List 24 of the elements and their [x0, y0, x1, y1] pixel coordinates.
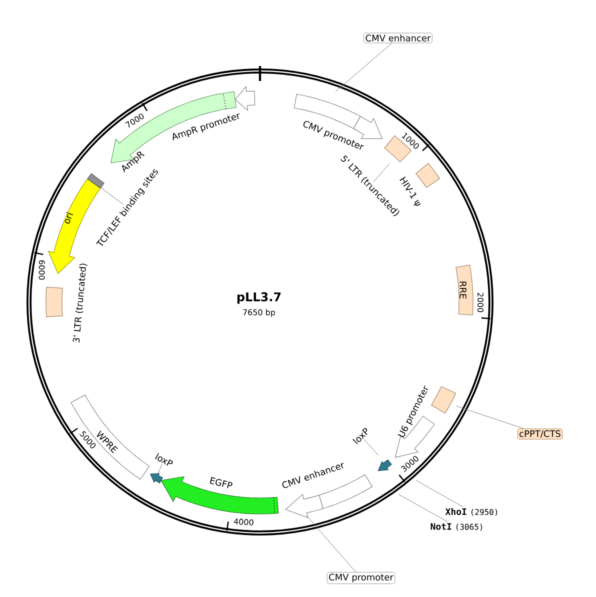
- leader-line: [306, 515, 356, 572]
- restriction-site-label: NotI (3065): [430, 523, 482, 531]
- plasmid-size: 7650 bp: [243, 309, 276, 317]
- leader-line: [364, 439, 379, 456]
- feature-shape: [150, 473, 163, 484]
- leader-line: [335, 42, 392, 92]
- plasmid-name: pLL3.7: [237, 292, 281, 304]
- feature-label: EGFP: [210, 477, 232, 488]
- restriction-site-label: XhoI (2950): [445, 508, 498, 516]
- feature-label-box: CMV promoter: [326, 572, 396, 584]
- feature-label: ori: [65, 212, 73, 224]
- tick-label: 6000: [38, 260, 45, 280]
- feature-shape: [378, 459, 392, 472]
- feature-label: 3' LTR (truncated): [72, 264, 88, 343]
- feature-label: RRE: [460, 282, 466, 299]
- feature-label: loxP: [155, 452, 173, 466]
- leader-line: [398, 494, 448, 522]
- feature-label-box: cPPT/CTS: [517, 428, 563, 440]
- leader-line: [373, 163, 390, 182]
- feature-label-box: CMV enhancer: [364, 32, 432, 44]
- leader-line: [96, 184, 124, 205]
- feature-block: [431, 386, 456, 414]
- leader-line: [156, 464, 162, 478]
- leader-line: [416, 480, 464, 508]
